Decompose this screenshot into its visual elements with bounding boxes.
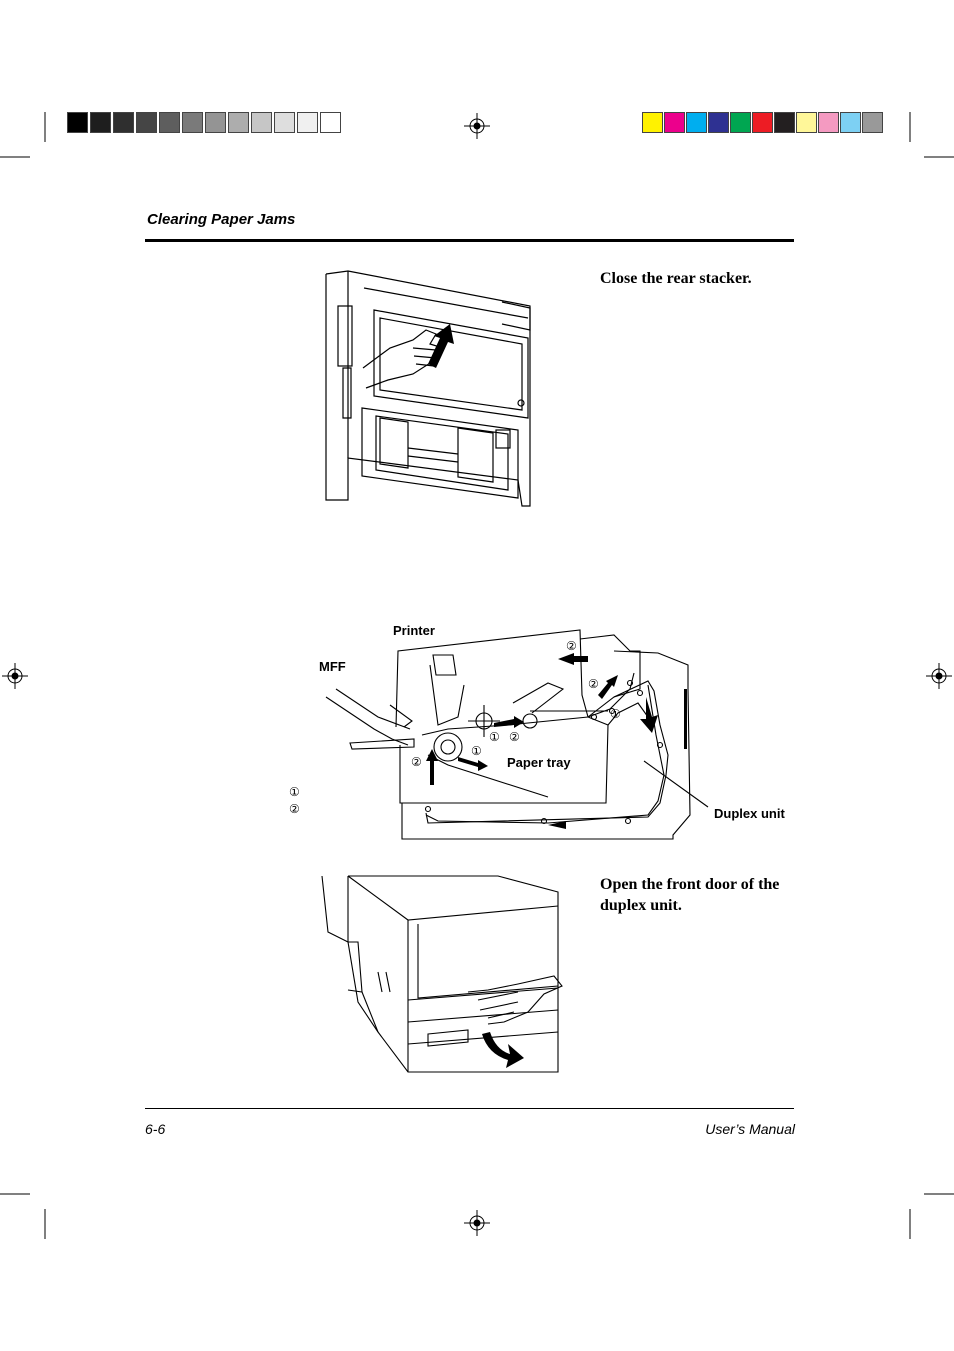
duplex-door-illustration [321, 875, 563, 1073]
label-duplex-unit: Duplex unit [714, 806, 785, 821]
gray-swatch [274, 112, 295, 133]
page-number: 6-6 [145, 1121, 166, 1137]
label-printer: Printer [393, 623, 435, 638]
paper-path-diagram [325, 629, 709, 840]
marker-1: ① [610, 707, 621, 721]
step-open-duplex-front-door: Open the front door of the duplex unit. [600, 876, 780, 914]
color-swatch [730, 112, 751, 133]
rear-stacker-illustration [325, 270, 531, 507]
marker-1: ① [289, 785, 300, 799]
registration-mark-top [464, 113, 490, 139]
marker-2: ② [566, 639, 577, 653]
color-swatch [752, 112, 773, 133]
page-header-title: Clearing Paper Jams [147, 211, 296, 228]
color-swatch [774, 112, 795, 133]
marker-1: ① [471, 744, 482, 758]
manual-title: User’s Manual [705, 1121, 795, 1137]
gray-swatch [297, 112, 318, 133]
color-swatch [686, 112, 707, 133]
marker-1: ① [489, 730, 500, 744]
step-close-rear-stacker: Close the rear stacker. [600, 270, 752, 287]
registration-mark-bottom [464, 1210, 490, 1236]
gray-swatch [182, 112, 203, 133]
color-swatch [818, 112, 839, 133]
color-swatch [664, 112, 685, 133]
marker-2: ② [509, 730, 520, 744]
registration-mark-right [926, 663, 952, 689]
gray-swatch [113, 112, 134, 133]
marker-2: ② [289, 802, 300, 816]
color-swatch [708, 112, 729, 133]
gray-swatch [159, 112, 180, 133]
curved-arrow-icon [482, 1032, 524, 1068]
gray-swatch [90, 112, 111, 133]
label-paper-tray: Paper tray [507, 755, 571, 770]
footer-rule [145, 1108, 794, 1109]
marker-2: ② [588, 677, 599, 691]
label-mff: MFF [319, 659, 346, 674]
color-swatch [642, 112, 663, 133]
marker-2: ② [411, 755, 422, 769]
gray-swatch [251, 112, 272, 133]
gray-swatch [136, 112, 157, 133]
color-swatch [862, 112, 883, 133]
color-swatch [796, 112, 817, 133]
gray-swatch [320, 112, 341, 133]
header-rule [145, 239, 794, 242]
color-swatch [840, 112, 861, 133]
registration-mark-left [2, 663, 28, 689]
gray-swatch [205, 112, 226, 133]
gray-swatch [228, 112, 249, 133]
gray-swatch [67, 112, 88, 133]
up-arrow-icon [428, 324, 454, 368]
